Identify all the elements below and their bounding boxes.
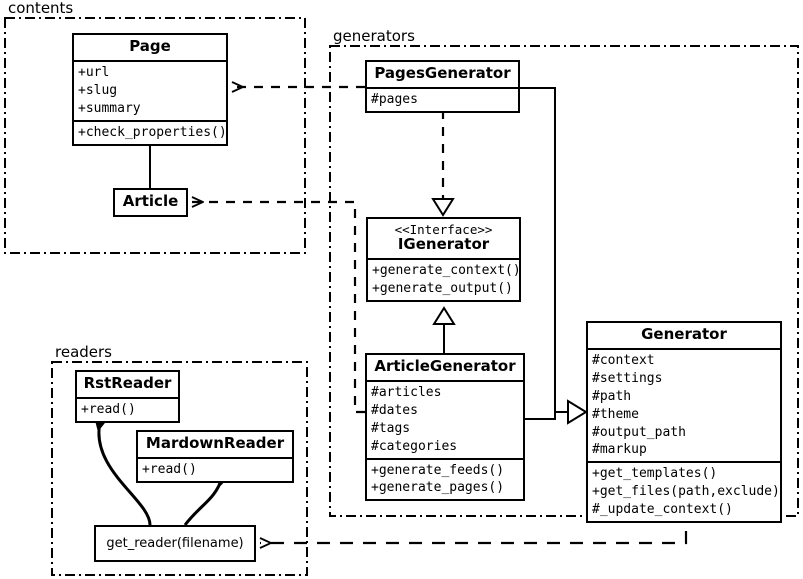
attribute-item: #theme — [592, 406, 639, 422]
class-methods-rst-reader: +read() — [77, 396, 178, 421]
class-box-page[interactable]: Page +url +slug +summary +check_properti… — [72, 33, 228, 146]
attribute-item: #articles — [371, 384, 442, 400]
attribute-item: +url — [78, 64, 110, 80]
class-box-rst-reader[interactable]: RstReader +read() — [75, 370, 180, 423]
class-methods-article-generator: +generate_feeds() +generate_pages() — [367, 457, 523, 500]
edge-articlegenerator-to-igenerator-head — [432, 306, 456, 325]
class-box-article-generator[interactable]: ArticleGenerator #articles #dates #tags … — [365, 353, 525, 502]
class-title-rst-reader: RstReader — [83, 374, 172, 392]
attribute-item: +summary — [78, 100, 141, 116]
package-label-readers: readers — [53, 343, 114, 361]
method-item: +read() — [142, 461, 197, 477]
method-item: #_update_context() — [592, 502, 733, 518]
class-methods-generator: +get_templates() +get_files(path,exclude… — [588, 461, 780, 521]
class-methods-mardown-reader: +read() — [138, 456, 292, 481]
class-box-article[interactable]: Article — [113, 188, 188, 217]
class-title-mardown-reader: MardownReader — [145, 434, 285, 452]
method-item: +generate_pages() — [371, 480, 505, 496]
method-item: +read() — [81, 401, 136, 417]
attribute-item: #settings — [592, 370, 663, 386]
attribute-item: +slug — [78, 82, 118, 98]
package-label-generators: generators — [331, 27, 417, 45]
function-box-get-reader[interactable]: get_reader(filename) — [94, 525, 256, 562]
class-name-igenerator: IGenerator — [397, 235, 490, 254]
edge-articlegenerator-to-article — [192, 202, 365, 414]
method-item: +get_templates() — [592, 466, 718, 482]
class-title-page: Page — [129, 37, 171, 55]
attribute-item: #context — [592, 352, 655, 368]
class-box-igenerator[interactable]: <<Interface>> IGenerator +generate_conte… — [366, 217, 521, 302]
function-label-get-reader: get_reader(filename) — [106, 536, 244, 551]
attribute-item: #pages — [371, 91, 418, 107]
class-attributes-page: +url +slug +summary — [74, 59, 226, 120]
method-item: +generate_output() — [372, 281, 513, 297]
class-title-generator: Generator — [641, 325, 727, 343]
class-attributes-pages-generator: #pages — [367, 86, 518, 111]
edge-articlegenerator-to-generator — [525, 411, 568, 420]
class-attributes-article-generator: #articles #dates #tags #categories — [367, 379, 523, 458]
class-box-pages-generator[interactable]: PagesGenerator #pages — [365, 60, 520, 113]
class-attributes-generator: #context #settings #path #theme #output_… — [588, 347, 780, 462]
method-item: +generate_feeds() — [371, 462, 505, 478]
class-title-article: Article — [122, 192, 179, 210]
attribute-item: #markup — [592, 442, 647, 458]
class-box-mardown-reader[interactable]: MardownReader +read() — [136, 430, 294, 483]
class-methods-igenerator: +generate_context() +generate_output() — [368, 258, 521, 300]
edge-generalization-generator-head — [567, 399, 588, 425]
method-item: +generate_context() — [372, 263, 521, 279]
class-box-generator[interactable]: Generator #context #settings #path #them… — [586, 321, 782, 524]
class-title-article-generator: ArticleGenerator — [374, 357, 516, 375]
method-item: +get_files(path,exclude) — [592, 484, 780, 500]
class-title-igenerator: <<Interface>> IGenerator — [368, 219, 519, 258]
attribute-item: #path — [592, 388, 632, 404]
attribute-item: #output_path — [592, 424, 686, 440]
class-methods-page: +check_properties() — [74, 119, 227, 144]
method-item: +check_properties() — [78, 124, 227, 140]
attribute-item: #tags — [371, 420, 411, 436]
class-title-pages-generator: PagesGenerator — [374, 64, 511, 82]
attribute-item: #dates — [371, 402, 418, 418]
edge-getreader-to-mardownreader — [183, 476, 227, 526]
edge-pagesgenerator-to-igenerator-head — [431, 198, 455, 217]
edge-pagesgenerator-to-generator — [520, 87, 568, 413]
package-label-contents: contents — [6, 0, 76, 17]
attribute-item: #categories — [371, 438, 458, 454]
